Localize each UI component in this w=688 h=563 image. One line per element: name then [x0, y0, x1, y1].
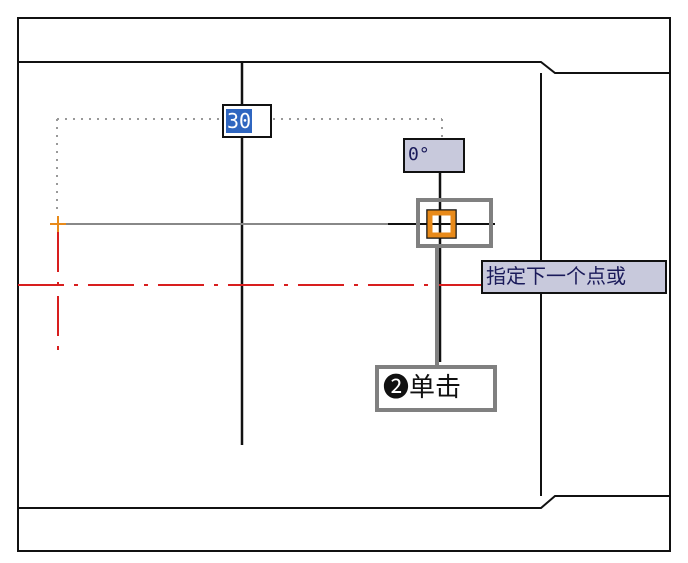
part-bottom-edge: [18, 495, 670, 509]
angle-input[interactable]: 0°: [403, 138, 465, 173]
snap-marker-outline: [426, 209, 457, 239]
step-callout: ❷单击: [375, 365, 497, 412]
highlight-frame: [416, 198, 493, 248]
part-top-edge: [18, 61, 670, 74]
command-prompt-tooltip: 指定下一个点或: [481, 260, 667, 294]
start-point-marker-icon: [50, 216, 66, 232]
length-value: 30: [226, 109, 253, 133]
snap-marker-icon[interactable]: [427, 210, 456, 238]
length-input[interactable]: 30: [222, 104, 272, 138]
